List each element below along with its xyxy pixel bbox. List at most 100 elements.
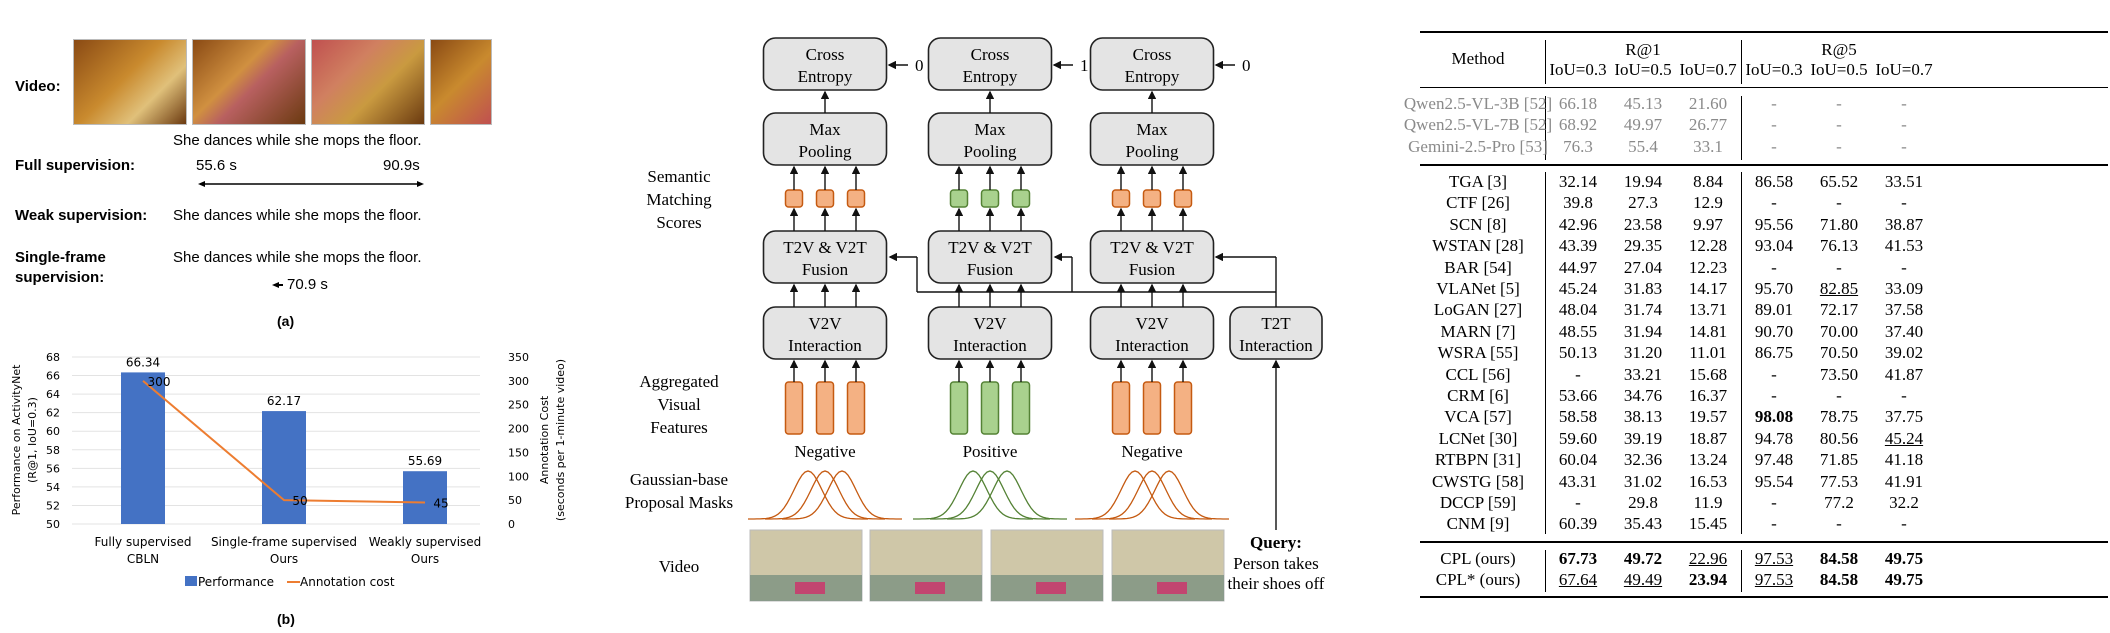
visual-feature-bar	[815, 381, 835, 435]
legend-swatch-performance	[185, 576, 197, 586]
table-cell: 12.9	[1693, 193, 1723, 213]
table-cell: 11.01	[1689, 343, 1727, 363]
table-cell: 41.87	[1884, 364, 1924, 384]
table-cell: -	[1901, 386, 1907, 405]
caption-full: She dances while she mops the floor.	[173, 132, 422, 149]
table-cell: 21.60	[1688, 94, 1728, 113]
y-right-axis-title: Annotation Cost	[538, 395, 551, 484]
v2v-interaction-box-label: Interaction	[788, 336, 862, 355]
method-name: LoGAN [27]	[1433, 300, 1523, 320]
table-cell: -	[1901, 136, 1907, 156]
table-cell: 86.75	[1754, 343, 1794, 363]
gaussian-mask-curve	[947, 470, 1067, 520]
video-frame-3	[311, 39, 425, 125]
visual-feature-bar	[1173, 381, 1193, 435]
visual-feature-bar	[784, 381, 804, 435]
cross-entropy-box-label: Cross	[806, 45, 845, 64]
table-cell: 9.97	[1693, 214, 1723, 234]
table-cell: -	[1771, 193, 1777, 213]
fusion-box-label: T2V & V2T	[1110, 238, 1194, 257]
iou-subheader: IoU=0.7	[1875, 60, 1933, 79]
method-name: BAR [54]	[1444, 257, 1512, 277]
table-cell: 15.68	[1688, 364, 1728, 384]
fusion-box: T2V & V2T Fusion	[927, 230, 1053, 284]
sublabel-b: (b)	[277, 611, 295, 627]
table-cell: 31.74	[1623, 300, 1663, 320]
iou-subheader: IoU=0.3	[1745, 60, 1803, 79]
table-cell: 60.04	[1558, 450, 1598, 470]
query-text: Person takes	[1233, 554, 1318, 573]
table-cell: 27.04	[1623, 257, 1663, 277]
v2v-interaction-box-label: Interaction	[1115, 336, 1189, 355]
table-cell: -	[1901, 257, 1907, 277]
table-cell: 50.13	[1558, 343, 1598, 363]
video-frame-blanket	[1036, 582, 1066, 594]
max-pooling-box-label: Max	[1136, 120, 1168, 139]
matching-score-square	[846, 189, 866, 208]
table-cell: -	[1771, 514, 1777, 534]
y-left-tick-label: 68	[46, 351, 60, 364]
y-left-tick-label: 52	[46, 499, 60, 512]
table-cell: 19.94	[1623, 172, 1663, 191]
column-divider	[1741, 40, 1742, 84]
table-cell: 95.54	[1754, 471, 1794, 491]
table-cell: 45.24	[1884, 428, 1924, 448]
table-cell: 11.9	[1693, 493, 1723, 512]
y-right-tick-label: 0	[508, 518, 515, 531]
table-cell: 38.13	[1623, 407, 1663, 427]
table-cell: 65.52	[1819, 172, 1859, 191]
table-cell: 55.4	[1628, 136, 1658, 156]
y-left-tick-label: 56	[46, 462, 60, 475]
line-data-label: 300	[148, 375, 171, 389]
line-annotation-cost	[142, 380, 426, 504]
table-cell: 48.55	[1558, 321, 1598, 341]
table-cell: 77.53	[1819, 471, 1859, 491]
video-frame-blanket	[915, 582, 945, 594]
table-cell: 95.70	[1754, 279, 1794, 298]
y-right-tick-label: 50	[508, 494, 522, 507]
section-rule	[1420, 541, 2108, 543]
matching-score-square	[1111, 189, 1131, 208]
table-cell: 97.53	[1754, 549, 1794, 568]
table-cell: 93.04	[1754, 236, 1794, 256]
sample-tag-positive: Positive	[963, 442, 1018, 461]
v2v-interaction-box-label: V2V	[808, 314, 842, 333]
table-cell: 97.48	[1754, 450, 1794, 470]
x-category-label: Weakly supervised	[369, 535, 482, 549]
iou-subheader: IoU=0.3	[1549, 60, 1607, 79]
table-cell: 41.91	[1884, 471, 1924, 491]
table-cell: 45.13	[1623, 94, 1663, 113]
table-cell: 43.39	[1558, 236, 1598, 256]
method-header: Method	[1451, 49, 1505, 68]
visual-feature-bar	[1011, 381, 1031, 435]
visual-feature-bar	[1111, 381, 1131, 435]
target-label: 0	[1242, 56, 1251, 75]
gaussian-mask-curve	[1075, 470, 1195, 520]
table-cell: 49.72	[1623, 549, 1663, 568]
query-text: their shoes off	[1228, 574, 1325, 593]
matching-score-square	[949, 189, 969, 208]
full-end-time: 90.9s	[383, 157, 420, 174]
table-cell: 71.85	[1819, 450, 1859, 470]
table-cell: 86.58	[1754, 172, 1794, 191]
v2v-interaction-box-label: V2V	[973, 314, 1007, 333]
gaussian-mask-curve	[748, 470, 868, 520]
single-frame-label-1: Single-frame	[15, 249, 106, 266]
target-label: 1	[1080, 56, 1089, 75]
query-label: Query:	[1250, 533, 1302, 552]
column-divider	[1741, 550, 1742, 592]
fusion-box-label: T2V & V2T	[948, 238, 1032, 257]
table-cell: 68.92	[1558, 115, 1598, 135]
visual-feature-bar	[949, 381, 969, 435]
line-data-label: 45	[433, 497, 448, 511]
method-name: RTBPN [31]	[1434, 450, 1522, 470]
bar-performance	[121, 372, 165, 524]
method-name: CWSTG [58]	[1431, 471, 1525, 491]
x-category-label: Fully supervised	[95, 535, 192, 549]
table-cell: -	[1836, 136, 1842, 156]
fusion-box-label: Fusion	[967, 260, 1014, 279]
